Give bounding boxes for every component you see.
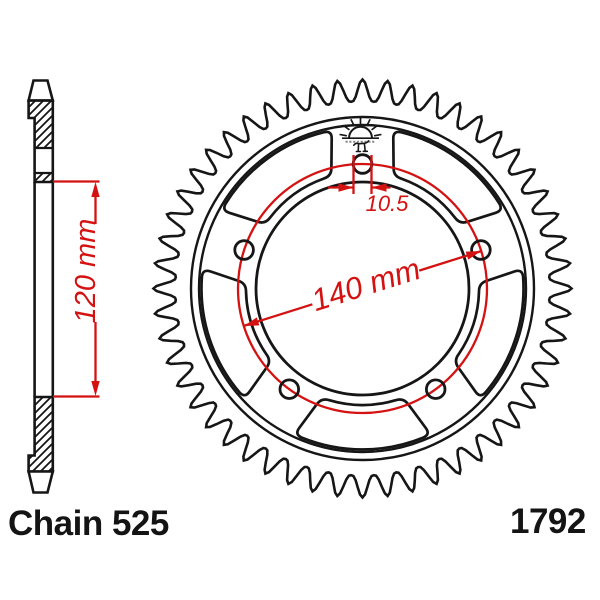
- side-view-upper-band-lines: [34, 146, 53, 175]
- bolt-hole: [233, 239, 255, 261]
- sunstar-sun-dome-icon: [348, 125, 373, 139]
- rim-circle-inner: [197, 123, 528, 454]
- dim-120-arrow-down: [91, 381, 100, 396]
- dimension-inner-span-label: 120 mm: [70, 218, 102, 324]
- side-view-bottom-tooth: [26, 470, 55, 494]
- bolt-hole: [425, 378, 447, 400]
- center-bore-circle: [254, 180, 471, 397]
- bolt-hole: [470, 239, 492, 261]
- bolt-hole: [278, 378, 301, 400]
- side-view-plate: [33, 182, 55, 397]
- dim-120-extension-lines: [53, 180, 100, 398]
- bolt-circle-red: [236, 162, 489, 415]
- side-view-top-tooth: [26, 79, 55, 102]
- chain-size-label: Chain 525: [8, 504, 169, 543]
- sunstar-rays-icon: [339, 116, 382, 137]
- rim-circle-outer: [189, 115, 536, 462]
- side-view-upper-thin-hatch: [34, 173, 53, 182]
- dim-140-arrow-lower-left: [243, 317, 260, 326]
- side-view-lower-hatch-band: [27, 395, 55, 473]
- part-number-label: 1792: [510, 502, 586, 541]
- dim-140-arrow-upper-right: [465, 251, 482, 260]
- dim-120-arrow-up: [91, 182, 100, 197]
- sunstar-torii-mark-icon: [353, 140, 370, 153]
- lightening-cutout-slot: [296, 398, 429, 451]
- dim-105-arrow-right: [371, 183, 387, 192]
- dimension-bolt-hole-label: 10.5: [365, 191, 409, 216]
- side-view-upper-hatch: [28, 100, 53, 148]
- dim-105-arrow-left: [338, 183, 354, 192]
